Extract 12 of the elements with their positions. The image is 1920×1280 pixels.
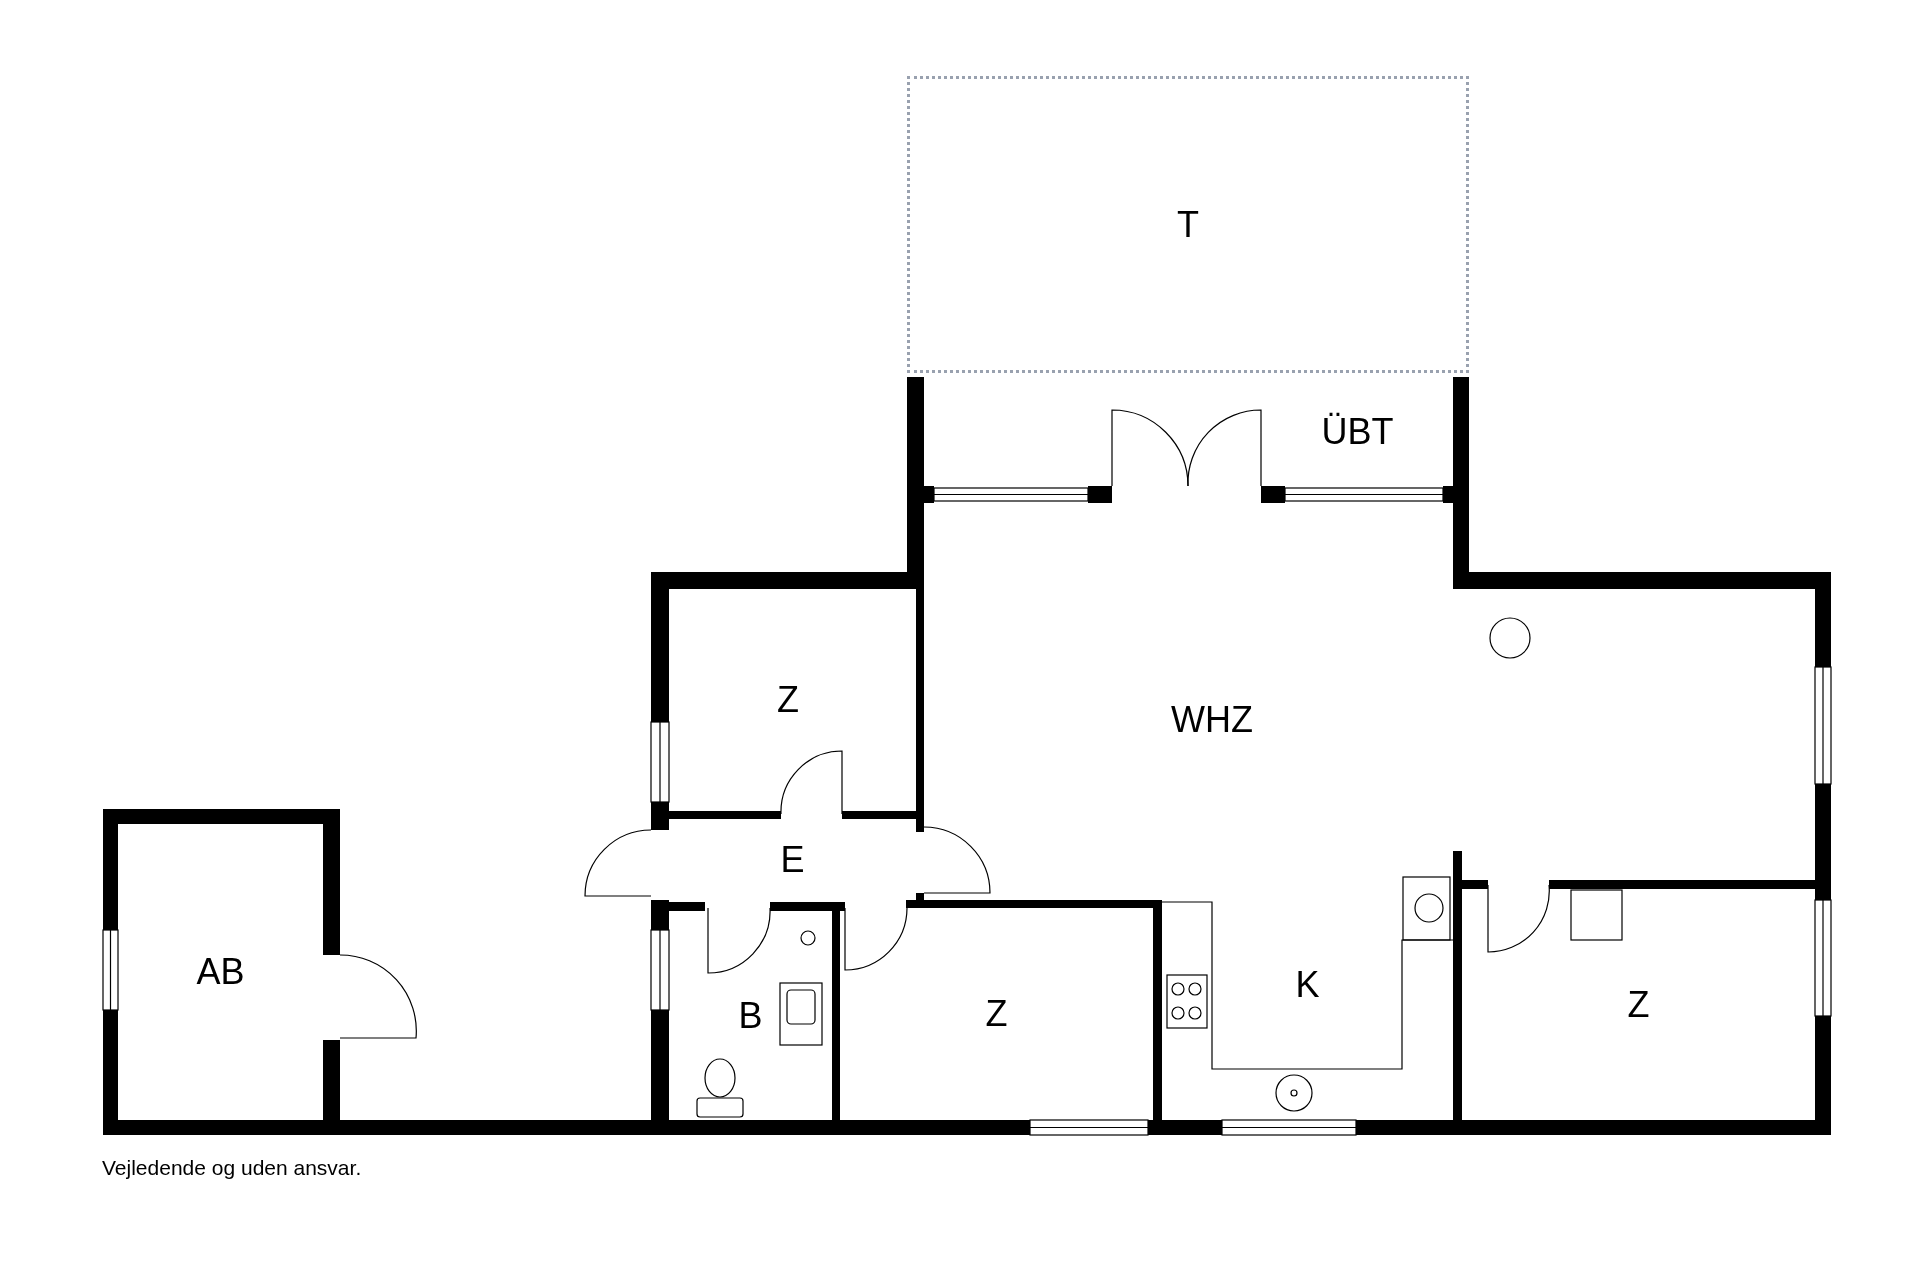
room-label: Z [985,996,1008,1032]
room-label: ÜBT [1321,414,1394,450]
room-label: AB [196,954,245,990]
room-label: K [1295,967,1320,1003]
room-label: B [738,997,763,1034]
room-label: Z [1627,986,1650,1023]
room-label: E [780,842,805,878]
terrace-area [907,76,1469,373]
room-label: WHZ [1171,702,1253,738]
room-label: T [1177,206,1199,243]
note-text: Vejledende og uden ansvar. [102,1155,362,1181]
room-label: Z [777,682,799,718]
